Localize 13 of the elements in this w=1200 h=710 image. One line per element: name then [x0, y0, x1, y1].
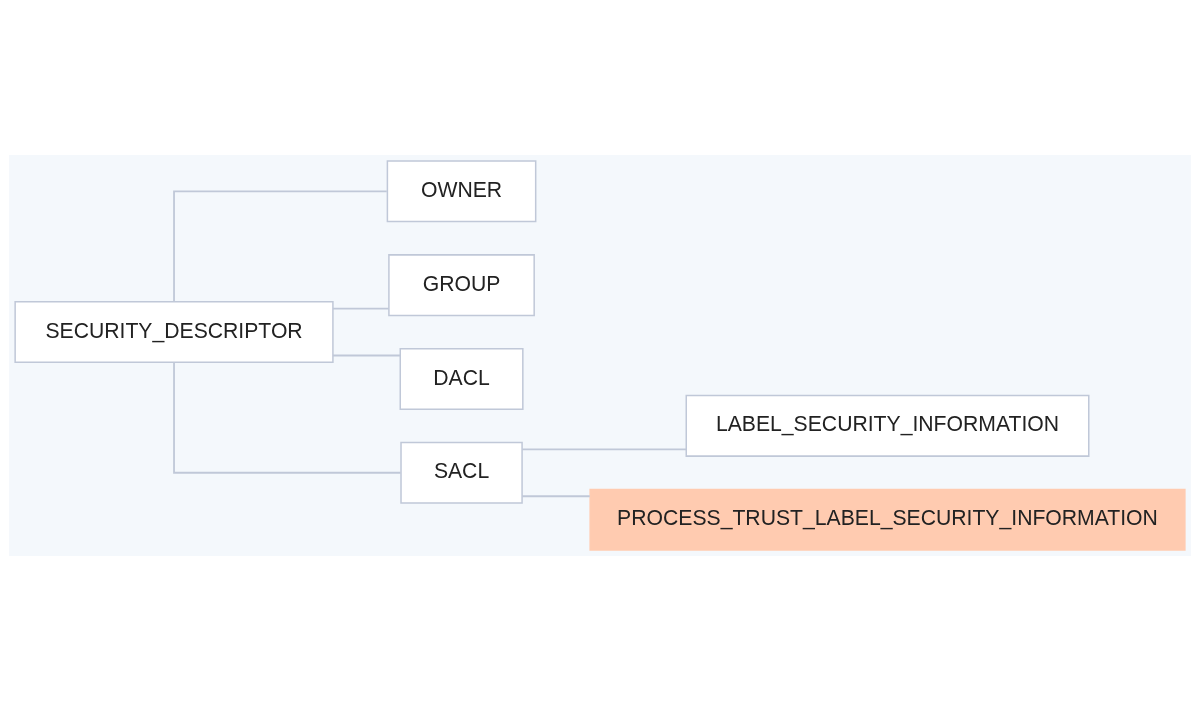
node-box: PROCESS_TRUST_LABEL_SECURITY_INFORMATION: [589, 488, 1186, 551]
connector: [173, 361, 402, 474]
node-box: LABEL_SECURITY_INFORMATION: [685, 394, 1090, 457]
connector: [173, 189, 388, 302]
node-box: SACL: [400, 441, 523, 504]
node-box: SECURITY_DESCRIPTOR: [14, 300, 334, 363]
node-box: OWNER: [386, 159, 537, 222]
connector: [332, 307, 390, 309]
node-box: DACL: [399, 347, 524, 410]
connector: [521, 447, 687, 450]
connector: [332, 354, 402, 356]
connector: [521, 494, 591, 497]
node-box: GROUP: [388, 253, 535, 316]
